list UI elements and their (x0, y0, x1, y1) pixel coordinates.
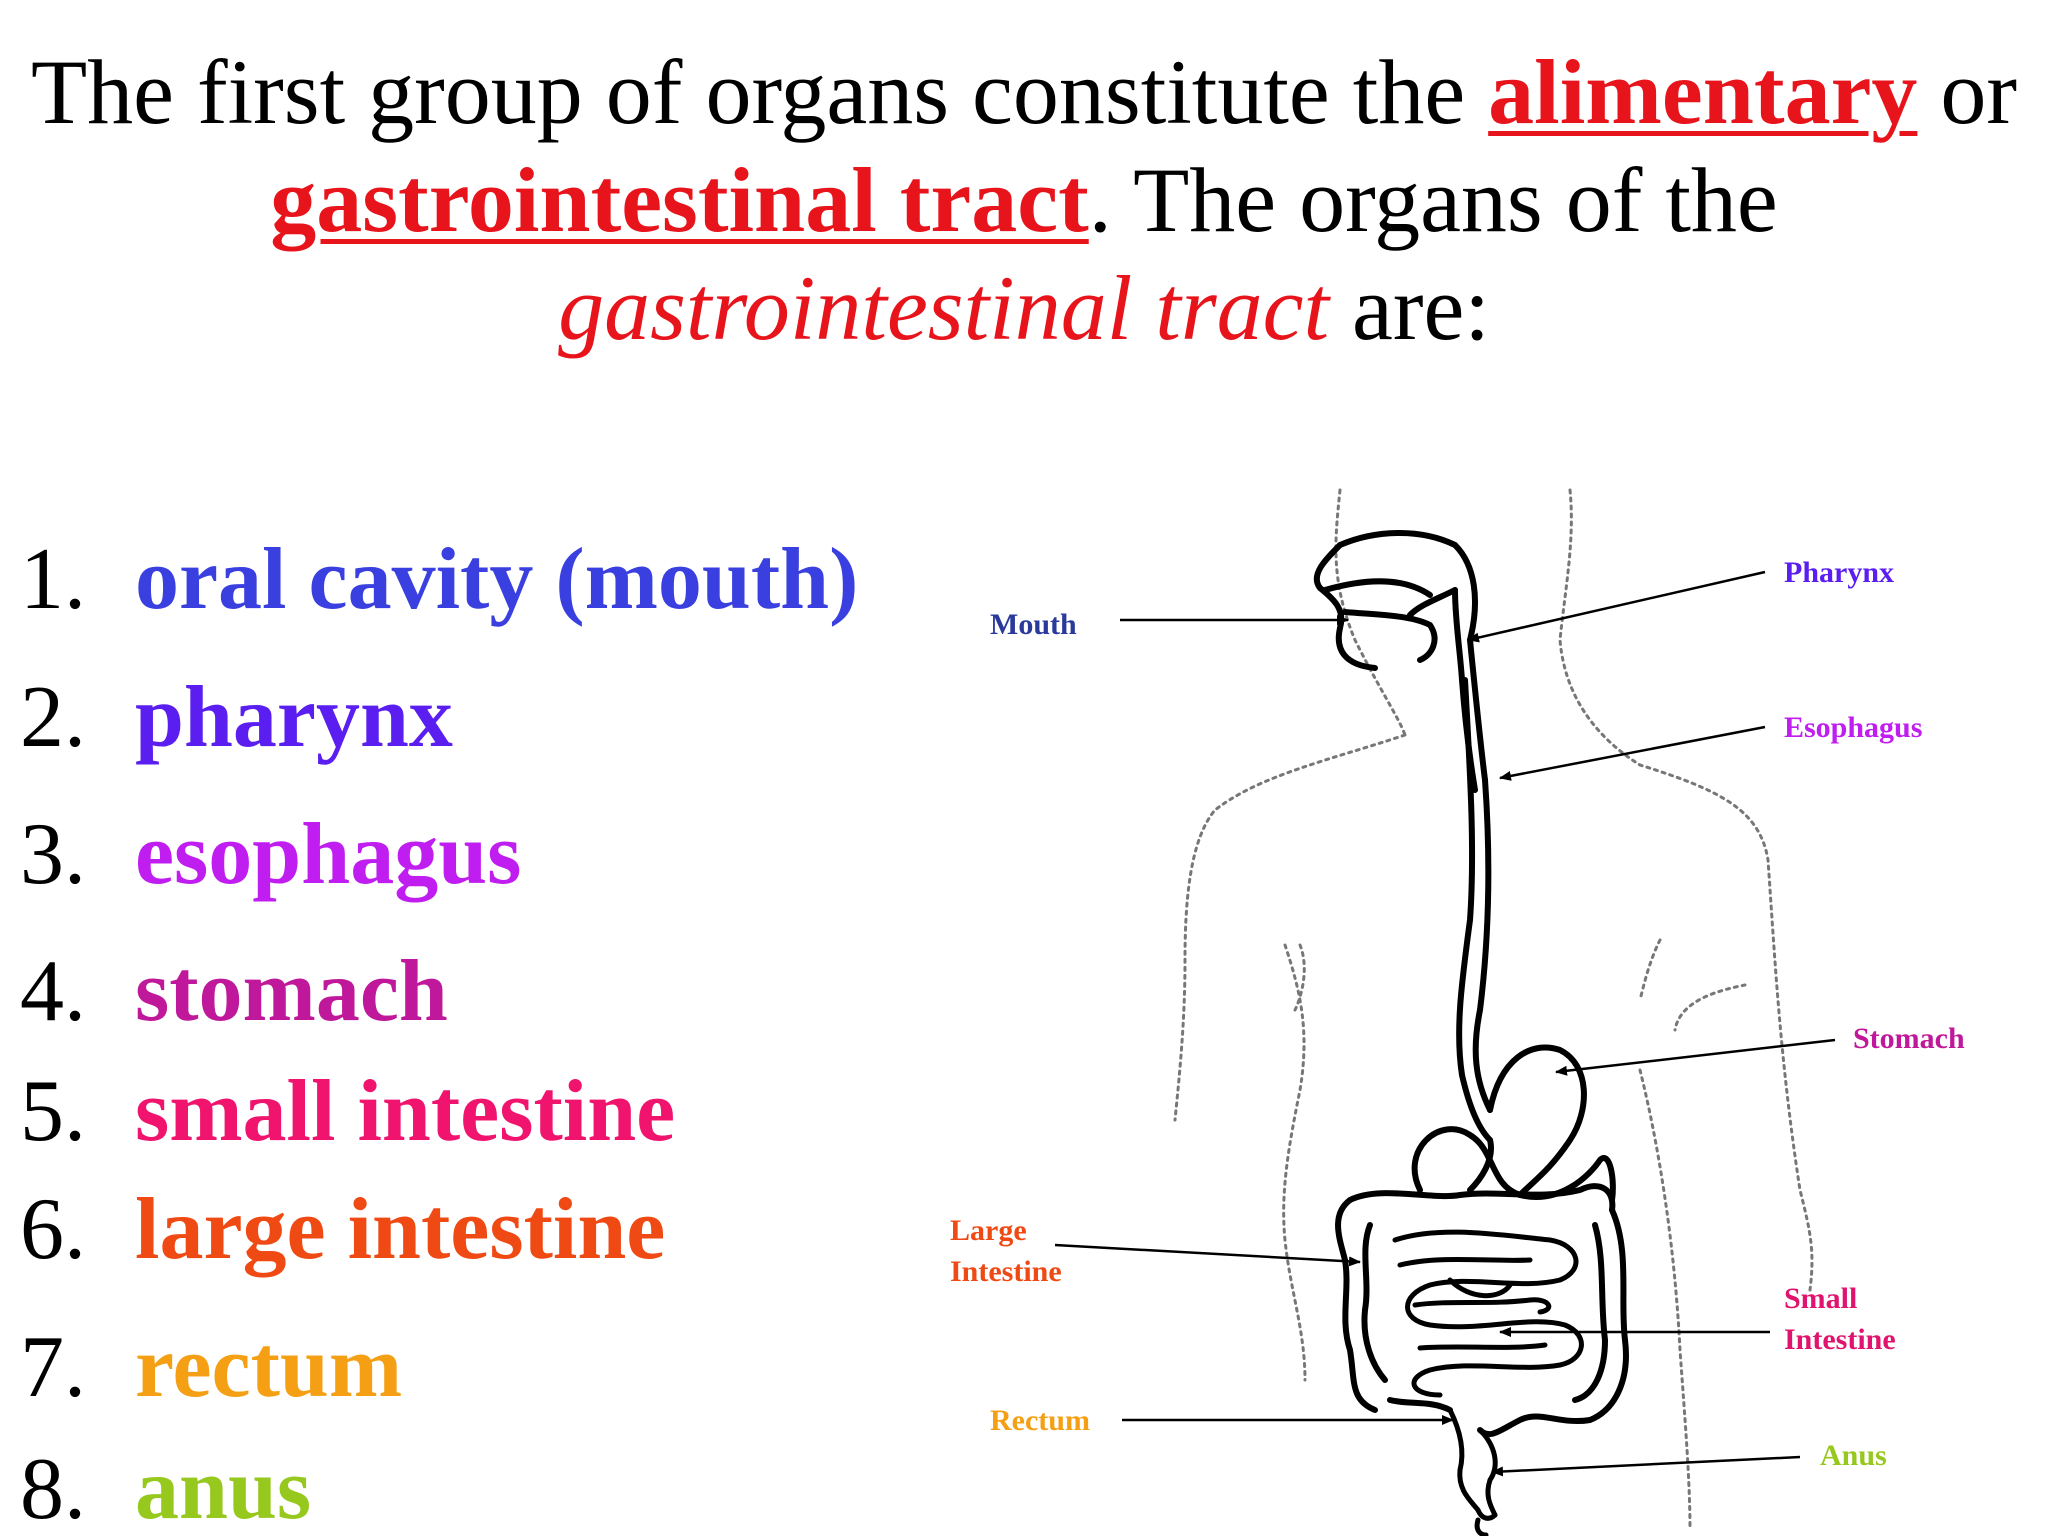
organ-name: rectum (135, 1319, 403, 1416)
title-line-2: gastrointestinal tract. The organs of th… (270, 149, 1778, 251)
arrow-stomach (1555, 1038, 1836, 1076)
title-line-3: gastrointestinal tract are: (558, 257, 1490, 359)
arrow-esophagus (1499, 725, 1766, 781)
organ-item-small-intestine: 5.small intestine (20, 1063, 676, 1160)
label-rectum: Rectum (990, 1404, 1090, 1437)
organ-name: anus (135, 1441, 312, 1538)
label-anus: Anus (1820, 1439, 1887, 1472)
rectum-anus-structure (1447, 1407, 1498, 1536)
organ-item-stomach: 4.stomach (20, 943, 448, 1040)
term-gastrointestinal-tract-italic: gastrointestinal tract (558, 257, 1330, 359)
large-intestine-structure (1335, 1126, 1629, 1438)
title-line-1: The first group of organs constitute the… (30, 41, 2018, 143)
organ-name: esophagus (135, 806, 522, 903)
organ-item-large-intestine: 6.large intestine (20, 1181, 666, 1278)
slide-title: The first group of organs constitute the… (0, 38, 2048, 362)
organ-item-anus: 8.anus (20, 1441, 312, 1538)
organ-name: stomach (135, 943, 448, 1040)
label-pharynx: Pharynx (1784, 556, 1894, 589)
organ-name: oral cavity (mouth) (135, 531, 859, 628)
organ-item-pharynx: 2.pharynx (20, 669, 453, 766)
organ-item-oral-cavity: 1.oral cavity (mouth) (20, 531, 859, 628)
label-esophagus: Esophagus (1784, 711, 1922, 744)
label-stomach: Stomach (1853, 1022, 1965, 1055)
stomach-structure (1459, 1044, 1587, 1198)
head-structure (1313, 530, 1488, 793)
label-arrows (1054, 570, 1836, 1477)
arrow-large-intestine (1054, 1243, 1361, 1267)
arrow-anus (1491, 1455, 1801, 1477)
arrow-pharynx (1467, 570, 1766, 643)
label-small-intestine-line-1: Small (1784, 1282, 1857, 1315)
small-intestine-structure (1392, 1229, 1584, 1398)
term-alimentary: alimentary (1488, 41, 1918, 143)
organ-name: small intestine (135, 1063, 676, 1160)
organ-name: large intestine (135, 1181, 666, 1278)
organ-name: pharynx (135, 669, 453, 766)
body-outline (1173, 488, 1814, 1532)
label-small-intestine-line-2: Intestine (1784, 1323, 1896, 1356)
esophagus-structure (1456, 677, 1493, 1113)
label-large-intestine-line-2: Intestine (950, 1255, 1062, 1288)
organ-item-rectum: 7.rectum (20, 1319, 403, 1416)
label-large-intestine-line-1: Large (950, 1214, 1027, 1247)
term-gastrointestinal-tract: gastrointestinal tract (270, 149, 1089, 251)
label-mouth: Mouth (990, 608, 1077, 641)
organ-item-esophagus: 3.esophagus (20, 806, 522, 903)
